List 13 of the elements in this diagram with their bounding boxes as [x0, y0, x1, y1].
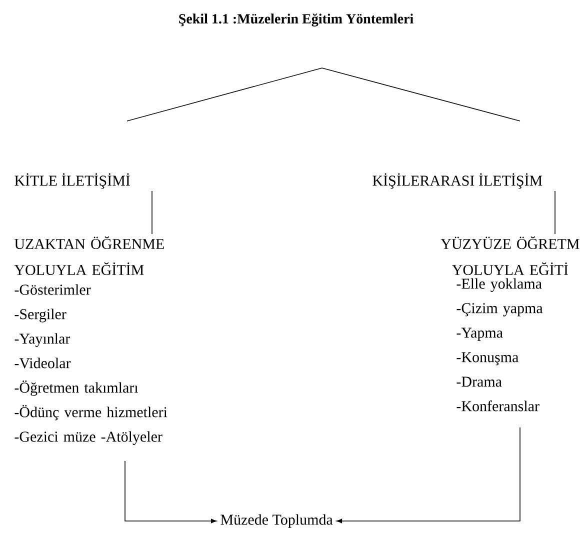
figure-title: Şekil 1.1 :Müzelerin Eğitim Yöntemleri — [179, 14, 414, 26]
connector-line — [336, 427, 520, 524]
list-text: -Gösterimler -Sergiler -Yayınlar -Videolar -Öğretmen takımları -Ödünç verme hizmetleri -Gezici müze -Atölyeler — [14, 284, 168, 445]
heading-text: UZAKTAN ÖĞRENME YOLUYLA EĞİTİM — [14, 236, 164, 276]
heading-text: YÜZYÜZE ÖĞRETM YOLUYLA EĞİTİ — [440, 236, 580, 276]
list-text: -Elle yoklama -Çizim yapma -Yapma -Konuşma -Drama -Konferanslar — [456, 278, 543, 412]
connector-line — [126, 68, 322, 122]
heading-text: Müzede Toplumda — [220, 514, 333, 528]
heading-text: KİŞİLERARASI İLETİŞİM — [372, 173, 542, 189]
connector-line — [554, 190, 556, 234]
connector-line — [322, 68, 520, 122]
connector-line — [124, 460, 217, 524]
heading-text: KİTLE İLETİŞİMİ — [14, 173, 130, 189]
